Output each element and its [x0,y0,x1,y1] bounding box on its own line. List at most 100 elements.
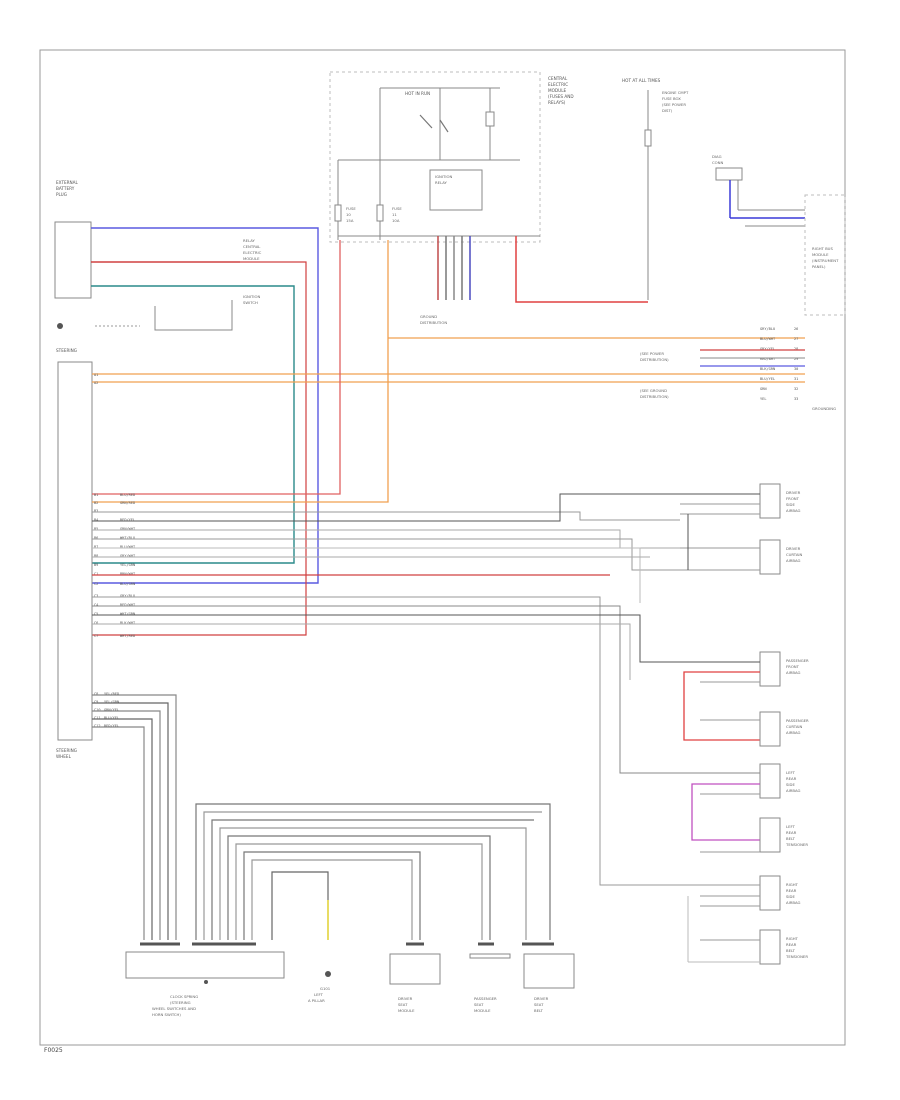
left-wire-6: BLU/WHT [120,545,136,549]
left-pin-c5: C5 [94,612,98,616]
start-relay-label-3: ELECTRIC [243,250,262,255]
diag-conn-label-1: DIAG [712,154,722,159]
fuse-a-label-3: 15A [346,218,354,223]
right-pin-2: 27 [794,337,798,341]
horn-ground-icon [57,323,63,329]
svg-text:BELT: BELT [786,948,796,953]
left-pin-c10: C10 [94,708,101,712]
ignition-relay-wires [437,236,471,300]
svg-text:MODULE: MODULE [474,1008,491,1013]
steering-module-label-2: WHEEL [56,754,72,759]
fuse-ref-sub-1: ENGINE CMPT [662,90,689,95]
diagram-code: F0025 [44,1047,63,1054]
svg-text:LEFT: LEFT [786,824,796,829]
feed-wire-red [515,236,648,303]
gray-wire-bundle [92,493,680,886]
left-wire-13: WHT/GRN [120,612,135,616]
svg-text:RED/YEL: RED/YEL [104,724,119,728]
svg-text:RIGHT: RIGHT [786,936,799,941]
diag-conn-box [715,167,743,181]
seat-module-c [523,953,575,989]
left-wire-1: BLU/RED [120,493,135,497]
right-wire-5: BLK/GRN [760,367,775,371]
left-wire-10: BLU/GRN [120,582,135,586]
ground-dist-label-1: GROUND [420,314,437,319]
left-wire-5: WHT/BLU [120,536,135,540]
svg-text:AIRBAG: AIRBAG [786,788,800,793]
ground-label-3: A PILLAR [308,998,325,1003]
start-relay-label-2: CENTRAL [243,244,261,249]
left-pin-b4: B4 [94,518,98,522]
svg-text:FRONT: FRONT [786,664,800,669]
left-pin-c4: C4 [94,603,98,607]
left-pin-a2: A2 [94,381,98,385]
right-wire-8: YEL [760,397,767,401]
fuse-b-icon [376,204,384,222]
airbag-module-1: DRIVER FRONT SIDE AIRBAG [680,483,801,519]
left-pin-c7: C7 [94,634,98,638]
steering-column-module [57,361,93,741]
left-wire-12: RED/WHT [120,603,136,607]
seat-module-a [389,953,441,985]
right-pin-8: 33 [794,397,798,401]
svg-text:PASSENGER: PASSENGER [786,718,809,723]
right-wire-2: BLU/WHT [760,337,776,341]
left-wire-15: WHT/RED [120,634,135,638]
ground-dist2-label-1: (SEE GROUND [640,388,667,393]
switch-wire [154,300,233,331]
airbag-module-7: RIGHT REAR SIDE AIRBAG [680,875,800,962]
left-pin-a1: A1 [94,373,98,377]
left-pin-c6: C6 [94,621,98,625]
svg-text:FRONT: FRONT [786,496,800,501]
ground-label-1: G101 [320,986,331,991]
svg-text:REAR: REAR [786,830,797,835]
left-pin-c8: C8 [94,692,98,696]
right-module-label-3: (INSTRUMENT [812,258,839,263]
ext-battery-label-3: PLUG [56,192,67,197]
left-pin-c2: C2 [94,582,98,586]
svg-text:SIDE: SIDE [786,502,795,507]
right-module-label-2: MODULE [812,252,829,257]
left-pin-c9: C9 [94,700,98,704]
left-pin-c1: C1 [94,572,98,576]
airbag-module-8: RIGHT REAR BELT TENSIONER [688,929,808,965]
left-pin-b2: B2 [94,501,98,505]
ign-switch-label-2: SWITCH [243,300,258,305]
seat-module-b [469,953,511,959]
central-electric-module: HOT IN RUN [329,71,541,243]
svg-text:SIDE: SIDE [786,782,795,787]
svg-text:TENSIONER: TENSIONER [785,842,808,847]
start-relay-label-1: RELAY [243,238,256,243]
steering-module-label-1: STEERING [56,748,77,753]
clock-spring-marker-icon [204,980,208,984]
left-pin-b1: B1 [94,493,98,497]
bottom-wire-labels: YEL/RED YEL/GRN GRN/YEL BLU/YEL RED/YEL [104,692,119,728]
svg-text:CURTAIN: CURTAIN [786,724,803,729]
svg-text:YEL/RED: YEL/RED [104,692,119,696]
clock-spring-label-4: HORN SWITCH) [152,1012,181,1017]
svg-text:BLU/YEL: BLU/YEL [104,716,119,720]
svg-text:MODULE: MODULE [398,1008,415,1013]
left-pin-c11: C11 [94,716,101,720]
right-pin-3: 28 [794,347,798,351]
left-pin-b3: B3 [94,509,98,513]
left-pin-b9: B9 [94,563,98,567]
svg-text:SIDE: SIDE [786,894,795,899]
svg-text:DRIVER: DRIVER [786,490,801,495]
left-wire-11: GRY/BLU [120,594,135,598]
external-battery-box [54,221,92,299]
power-dist-label-1: (SEE POWER [640,351,664,356]
right-bus-module-box [804,194,846,316]
fuse-center-label-1: CENTRAL [548,76,568,81]
clock-spring-label-2: (STEERING [170,1000,191,1005]
fuse-a-icon [334,204,342,222]
svg-text:DRIVER: DRIVER [534,996,549,1001]
ground-dist2-label-2: DISTRIBUTION) [640,394,669,399]
svg-text:GRN/YEL: GRN/YEL [104,708,119,712]
ignition-relay-label-2: RELAY [435,180,448,185]
svg-text:DRIVER: DRIVER [786,546,801,551]
steering-module-title: STEERING [56,348,77,353]
clock-spring-label-1: CLOCK SPRING [170,994,198,999]
clock-spring-box [125,951,285,979]
right-module-label-4: PANEL) [812,264,826,269]
